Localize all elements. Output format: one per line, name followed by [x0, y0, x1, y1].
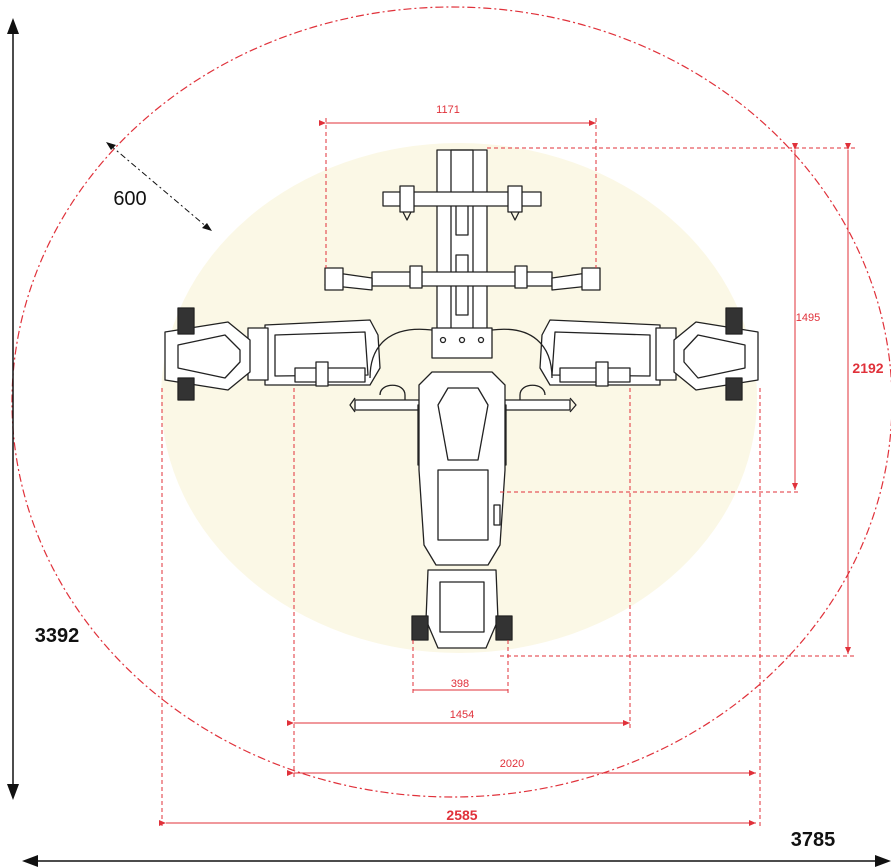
label-600: 600: [113, 188, 146, 210]
label-3785: 3785: [791, 829, 836, 851]
clearance-arrow: [109, 144, 209, 229]
label-2585: 2585: [446, 807, 477, 823]
label-2020: 2020: [500, 758, 524, 770]
label-2192: 2192: [852, 360, 883, 376]
label-398: 398: [451, 678, 469, 690]
label-1454: 1454: [450, 709, 474, 721]
training-space-ellipse: [11, 6, 891, 798]
label-3392: 3392: [35, 625, 80, 647]
machine-drawing: [164, 149, 759, 649]
dimension-arrows: [159, 120, 851, 826]
dimension-lines: [161, 118, 855, 828]
label-1495: 1495: [796, 312, 820, 324]
label-1171: 1171: [436, 104, 460, 116]
